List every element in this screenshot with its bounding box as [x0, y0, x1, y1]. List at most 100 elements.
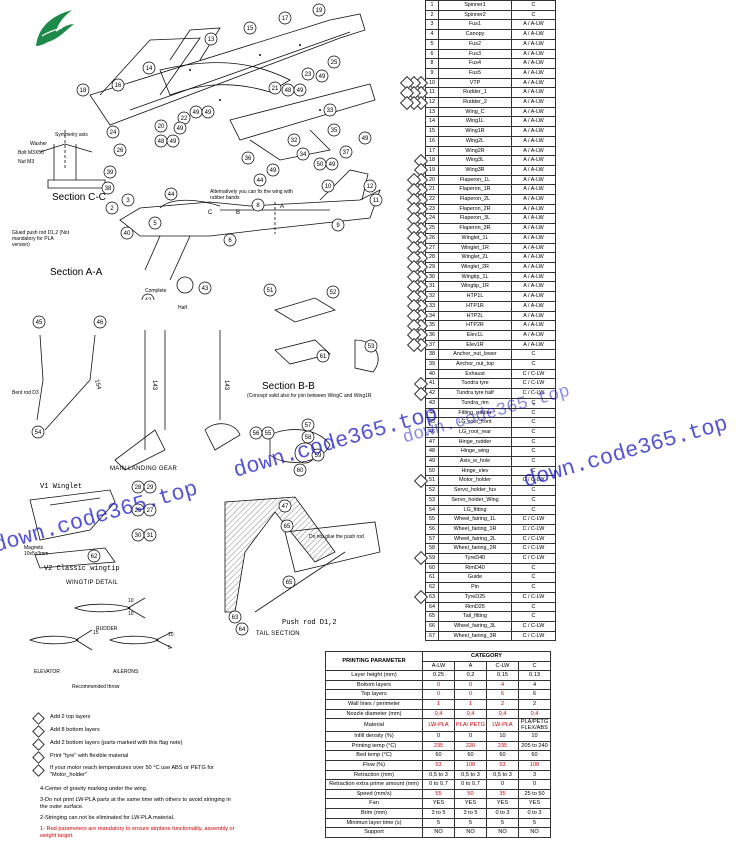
part-number: 64 [425, 601, 439, 613]
part-number: 14 [425, 116, 439, 128]
svg-text:54: 54 [35, 430, 42, 436]
part-name: Fus1 [438, 19, 512, 31]
svg-text:36: 36 [245, 156, 252, 162]
ptab-value: 10 [518, 731, 551, 742]
ptab-value: PLA/PETG FLEX/ABS [518, 718, 551, 733]
ptab-cols-row: A-LW A C-LW C [326, 660, 551, 672]
part-name: Fus3 [438, 48, 512, 60]
v2-wingtip-label: V2 Classic wingtip [44, 565, 120, 573]
svg-text:17: 17 [282, 16, 289, 22]
svg-text:11: 11 [373, 198, 380, 204]
svg-text:62: 62 [91, 554, 98, 560]
flag-diamond-icon [32, 725, 45, 738]
part-category: A / A-LW [511, 87, 556, 99]
part-name: Elev1L [438, 329, 512, 341]
svg-text:65: 65 [286, 580, 293, 586]
part-name: Anchor_nut_lower [438, 349, 512, 361]
part-category: C [511, 0, 556, 11]
ptab-value: 5 [422, 817, 455, 829]
part-name: Winglet_2L [438, 252, 512, 263]
svg-text:12: 12 [367, 184, 374, 190]
throw-rudder-10b: 10 [128, 611, 134, 617]
svg-text:48: 48 [158, 139, 165, 145]
part-name: Pin [438, 582, 512, 593]
svg-text:22: 22 [181, 116, 188, 122]
note-line: 3-Do not print LW-PLA parts at the same … [40, 797, 231, 810]
part-category: A / A-LW [511, 155, 556, 166]
svg-text:3: 3 [126, 198, 130, 204]
ptab-col: C-LW [486, 660, 519, 672]
ptab-param: Brim (mm) [325, 807, 423, 819]
part-name: Wing_C [438, 106, 512, 118]
svg-text:39: 39 [107, 170, 114, 176]
ailerons-label: AILERONS [113, 669, 139, 675]
part-name: LG_fitting [438, 504, 512, 516]
part-name: Tail_fitting [438, 611, 512, 622]
svg-text:48: 48 [285, 88, 292, 94]
part-name: Wheel_fairing_1L [438, 514, 512, 525]
ptab-value: 0 [454, 731, 487, 742]
svg-text:49: 49 [329, 162, 336, 168]
svg-text:38: 38 [105, 186, 112, 192]
part-name: Wheel_fairing_3L [438, 621, 512, 632]
ptab-value: 4 [518, 679, 551, 691]
section-bb-drawing: 51 52 61 53 [263, 283, 379, 373]
part-number: 13 [425, 106, 439, 118]
recommended-throw-label: Recommended throw [72, 684, 120, 690]
throw-aileron-5: 5 [168, 645, 171, 651]
part-number: 6 [425, 48, 439, 60]
ptab-value: 6 [486, 689, 519, 700]
svg-text:50: 50 [317, 162, 324, 168]
svg-text:18: 18 [80, 88, 87, 94]
part-category: C [511, 9, 556, 21]
magnets-label: Magnets 10x5x3mm [24, 545, 49, 557]
part-category: C / C-LW [511, 591, 556, 603]
ptab-value: 1 [454, 698, 487, 710]
ptab-param: Retraction extra prime amount (mm) [325, 779, 423, 790]
svg-text:49: 49 [170, 139, 177, 145]
svg-text:31: 31 [147, 533, 154, 539]
bent-rod-label: Bent rod D3 [12, 390, 39, 396]
flag-diamond-icon [32, 738, 45, 751]
part-category: C / C-LW [511, 621, 556, 632]
part-category: A / A-LW [511, 116, 556, 128]
svg-text:C: C [208, 210, 213, 216]
ptab-value: 3 to 5 [454, 807, 487, 819]
part-name: Wingtip_1R [438, 281, 512, 293]
ptab-value: 2 [518, 698, 551, 710]
section-cc-title: Section C-C [52, 192, 106, 203]
ptab-param: Layer height (mm) [325, 670, 423, 681]
svg-text:61: 61 [320, 354, 327, 360]
part-category: A / A-LW [511, 184, 556, 196]
ptab-row: Retraction extra prime amount (mm)0 to 0… [325, 779, 551, 790]
ptab-value: 6 [518, 689, 551, 700]
part-number: 39 [425, 359, 439, 370]
svg-text:57: 57 [305, 423, 312, 429]
part-number: 15 [425, 126, 439, 137]
part-category: A / A-LW [511, 203, 556, 215]
legend-item: If your motor reach temperatures over 50… [32, 764, 264, 780]
legend-item: Print "tyre" with flexible material [32, 751, 264, 764]
part-name: RimD40 [438, 562, 512, 574]
svg-text:34: 34 [300, 152, 307, 158]
svg-text:51: 51 [267, 288, 274, 294]
ptab-value: 5 [454, 817, 487, 829]
part-category: A / A-LW [511, 48, 556, 60]
svg-text:25: 25 [331, 60, 338, 66]
part-name: HTP1L [438, 291, 512, 302]
ptab-col: A [454, 660, 487, 672]
part-number: 5 [425, 38, 439, 50]
rudder-label: RUDDER [96, 626, 118, 632]
part-name: Wheel_fairing_2L [438, 533, 512, 545]
